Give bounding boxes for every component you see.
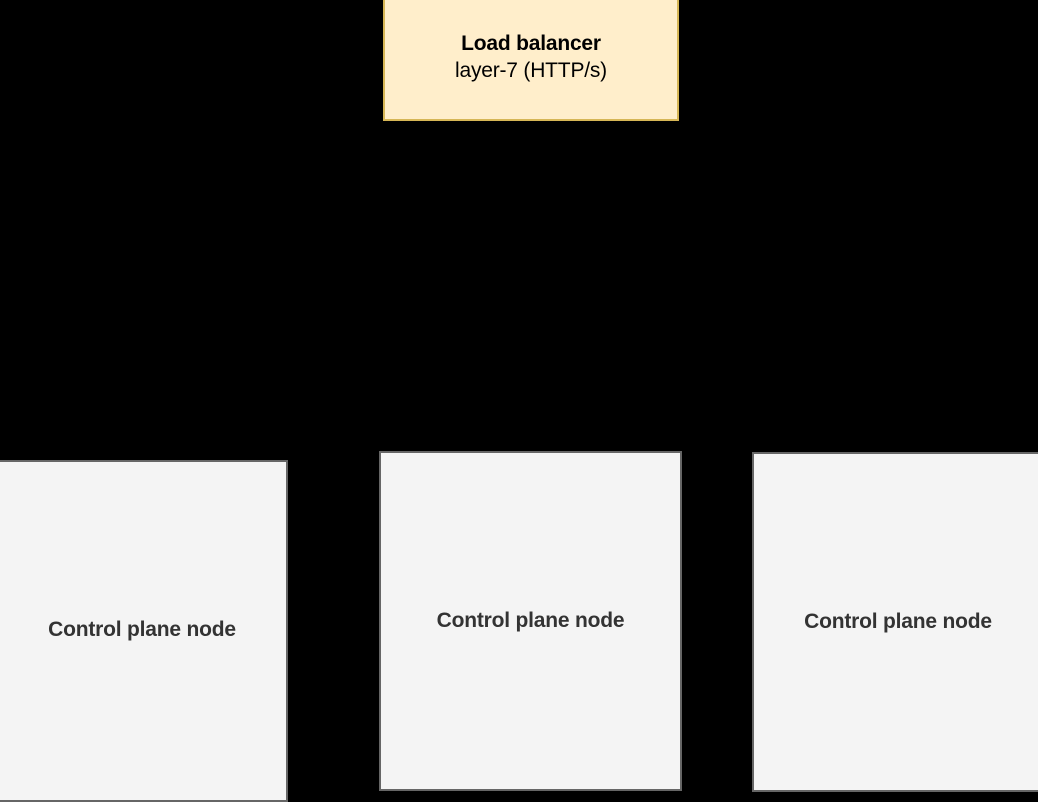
load-balancer-subtitle: layer-7 (HTTP/s) xyxy=(455,59,607,82)
control-plane-node-1-label: Control plane node xyxy=(48,618,236,641)
load-balancer-title: Load balancer xyxy=(461,32,601,56)
control-plane-node-3-label: Control plane node xyxy=(804,610,992,633)
control-plane-node-3[interactable]: Control plane node xyxy=(752,452,1038,792)
control-plane-node-1[interactable]: Control plane node xyxy=(0,460,288,802)
control-plane-node-2[interactable]: Control plane node xyxy=(379,451,682,791)
load-balancer-node[interactable]: Load balancer layer-7 (HTTP/s) xyxy=(383,0,679,121)
control-plane-node-2-label: Control plane node xyxy=(436,609,625,632)
